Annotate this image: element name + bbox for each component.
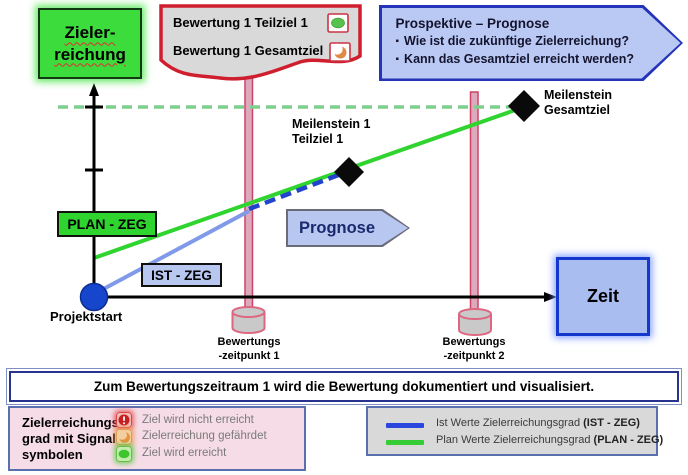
ist-line-swatch-icon (386, 423, 424, 428)
prognose-arrow: Prognose (286, 209, 410, 247)
plan-legend-bold: (PLAN - ZEG) (593, 434, 664, 446)
checkpoint-1-line1: Bewertungs (217, 336, 281, 348)
evaluation-bar-1 (244, 59, 254, 314)
bar-base-2-icon (458, 308, 492, 336)
milestone-1-label: Meilenstein 1 Teilziel 1 (292, 117, 371, 147)
milestone-gesamt-line1: Meilenstein (544, 88, 613, 102)
plan-legend-entry: Plan Werte Zielerreichungsgrad (PLAN - Z… (436, 434, 663, 446)
signal-label-red: Ziel wird nicht erreicht (142, 414, 254, 426)
signal-legend: Zielerreichungs grad mit Signal- symbole… (8, 406, 306, 471)
signal-orange-icon (116, 429, 132, 445)
banner-text: Zum Bewertungszeitraum 1 wird die Bewert… (9, 371, 679, 402)
checkpoint-1-label: Bewertungs -zeitpunkt 1 (207, 336, 291, 363)
goal-label-line2: reichung (54, 44, 126, 64)
milestone-gesamtziel-label: Meilenstein Gesamtziel (544, 88, 612, 118)
bar-base-1-icon (231, 306, 266, 334)
plan-line-swatch-icon (386, 440, 424, 445)
signal-label-orange: Zielerreichung gefährdet (142, 430, 267, 442)
goal-axis-label-box: Zieler- reichung (38, 8, 142, 79)
milestone-1-line1: Meilenstein 1 (292, 117, 371, 131)
flag-row-2-label: Bewertung 1 Gesamtziel (173, 43, 324, 58)
signal-title-line3: symbolen (22, 447, 83, 462)
green-ellipse-status-icon (327, 13, 349, 33)
checkpoint-2-line2: -zeitpunkt 2 (443, 349, 505, 362)
banner: Zum Bewertungszeitraum 1 wird die Bewert… (6, 368, 682, 405)
zeit-axis-box: Zeit (556, 257, 650, 336)
ist-zeg-line (95, 209, 250, 295)
milestone-gesamtziel-diamond-icon (508, 90, 540, 122)
signal-title-line2: grad mit Signal- (22, 431, 121, 446)
plan-zeg-label-box: PLAN - ZEG (57, 211, 157, 237)
milestone-1-line2: Teilziel 1 (292, 132, 344, 146)
signal-label-green: Ziel wird erreicht (142, 447, 227, 459)
prospektive-title: Prospektive – Prognose (395, 15, 550, 31)
line-legend: Ist Werte Zielerreichungsgrad (IST - ZEG… (366, 406, 663, 456)
projektstart-label: Projektstart (50, 309, 123, 324)
x-axis-arrow-icon (544, 292, 557, 302)
ist-zeg-label-box: IST - ZEG (141, 263, 222, 287)
y-axis-arrow-icon (89, 83, 99, 96)
checkpoint-2-label: Bewertungs -zeitpunkt 2 (432, 336, 516, 363)
prospektive-bullet-2: Kann das Gesamtziel erreicht werden? (396, 51, 651, 69)
milestone-gesamt-line2: Gesamtziel (544, 103, 611, 117)
flag-row-1-label: Bewertung 1 Teilziel 1 (173, 15, 308, 30)
goal-label-line1: Zieler- (64, 23, 116, 43)
plan-zeg-line (93, 106, 522, 260)
checkpoint-1-line2: -zeitpunkt 1 (218, 349, 280, 362)
ist-legend-bold: (IST - ZEG) (583, 417, 640, 429)
prospektive-bullet-1: Wie ist die zukünftige Zielerreichung? (396, 33, 651, 51)
prognose-dashed-line (248, 171, 342, 212)
milestone-1-diamond-icon (334, 157, 364, 187)
signal-legend-title: Zielerreichungs grad mit Signal- symbole… (22, 415, 120, 463)
orange-crescent-status-icon (329, 42, 351, 62)
plan-legend-text: Plan Werte Zielerreichungsgrad (436, 434, 594, 446)
signal-red-icon (116, 412, 132, 428)
prospektive-note: Prospektive – Prognose Wie ist die zukün… (379, 5, 683, 81)
signal-green-icon (116, 446, 132, 462)
ist-legend-text: Ist Werte Zielerreichungsgrad (436, 417, 584, 429)
projektstart-dot-icon (79, 282, 109, 312)
prospektive-note-body: Prospektive – Prognose Wie ist die zukün… (381, 7, 681, 79)
signal-title-line1: Zielerreichungs (22, 415, 119, 430)
ist-legend-entry: Ist Werte Zielerreichungsgrad (IST - ZEG… (436, 417, 640, 429)
checkpoint-2-line1: Bewertungs (442, 336, 506, 348)
prognose-arrow-label: Prognose (288, 211, 408, 245)
